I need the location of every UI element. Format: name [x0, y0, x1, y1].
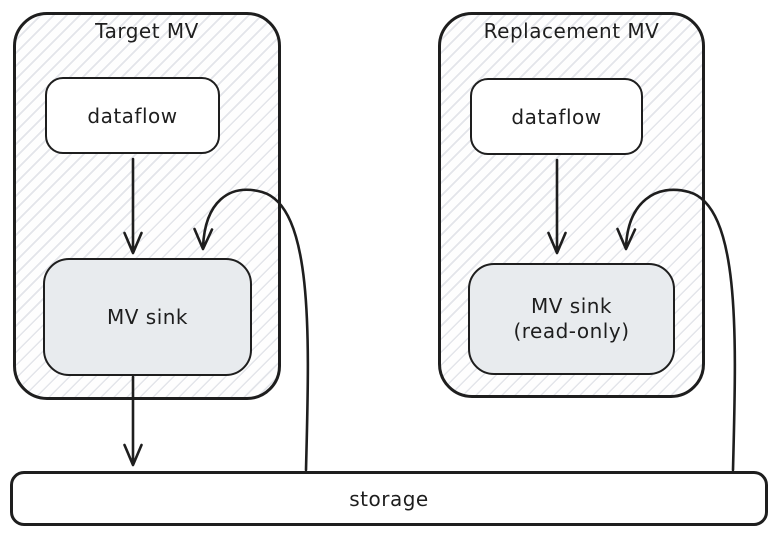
- replacement-mv-sink-label: MV sink: [530, 294, 613, 318]
- replacement-mv-sink-box: MV sink (read-only): [468, 263, 675, 375]
- replacement-mv-sink-sublabel: (read-only): [513, 319, 630, 343]
- replacement-dataflow-box: dataflow: [470, 78, 643, 155]
- target-dataflow-box: dataflow: [45, 77, 220, 154]
- target-mv-sink-box: MV sink: [43, 258, 252, 376]
- storage-label: storage: [349, 486, 429, 511]
- replacement-mv-container: Replacement MV dataflow MV sink (read-on…: [438, 12, 705, 398]
- target-mv-sink-label: MV sink: [106, 304, 189, 329]
- target-mv-title: Target MV: [95, 19, 199, 43]
- storage-box: storage: [10, 471, 768, 526]
- replacement-dataflow-label: dataflow: [511, 104, 602, 129]
- target-mv-container: Target MV dataflow MV sink: [13, 12, 281, 400]
- replacement-mv-title: Replacement MV: [483, 19, 660, 43]
- target-dataflow-label: dataflow: [87, 103, 178, 128]
